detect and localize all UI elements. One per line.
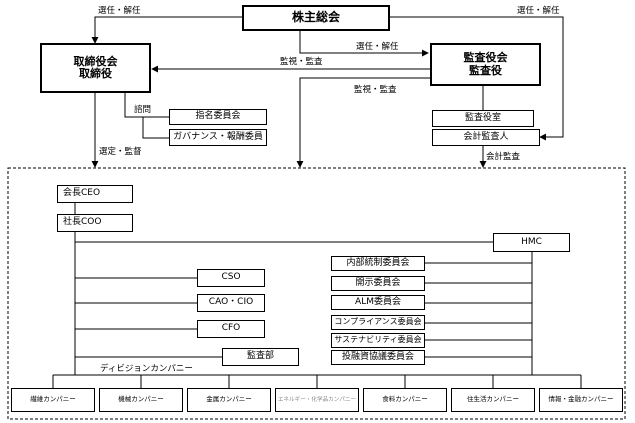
- label-accounting-audit: 会計監査: [486, 152, 521, 162]
- line-board-to-nomination: [124, 93, 169, 118]
- cao-cio-box: CAO・CIO: [197, 294, 265, 312]
- audit-label-1: 監査役会: [463, 51, 508, 65]
- arrow-shareholders-to-auditor: [390, 16, 564, 141]
- line-board-to-governance: [142, 117, 169, 139]
- company-general-products-box: 住生活カンパニー: [451, 388, 535, 412]
- label-elect-dismiss-center: 選任・解任: [356, 42, 399, 52]
- arrow-audit-to-exec: [296, 77, 430, 168]
- arrow-shareholders-to-board: [91, 16, 242, 44]
- label-division-companies: ディビジョンカンパニー: [100, 364, 193, 374]
- board-label-2: 取締役: [79, 67, 112, 80]
- nomination-committee-box: 指名委員会: [169, 109, 267, 125]
- company-machinery-box: 機械カンパニー: [99, 388, 183, 412]
- accounting-auditor-box: 会計監査人: [432, 129, 540, 146]
- arrow-shareholders-to-audit-board: [299, 31, 429, 57]
- disclosure-committee-box: 開示委員会: [331, 276, 425, 291]
- audit-board-box: 監査役会 監査役: [430, 43, 541, 86]
- board-of-directors-box: 取締役会 取締役: [40, 43, 151, 93]
- company-ict-financial-box: 情報・金融カンパニー: [539, 388, 623, 412]
- cfo-box: CFO: [197, 320, 265, 338]
- company-textile-box: 繊維カンパニー: [11, 388, 95, 412]
- shareholders-meeting-box: 株主総会: [242, 5, 390, 31]
- audit-office-box: 監査役室: [432, 110, 534, 127]
- compliance-committee-box: コンプライアンス委員会: [331, 315, 425, 330]
- alm-committee-box: ALM委員会: [331, 295, 425, 310]
- label-elect-dismiss-left: 選任・解任: [98, 6, 141, 16]
- company-metals-box: 金属カンパニー: [187, 388, 271, 412]
- executive-area-border: [7, 167, 626, 420]
- internal-control-committee-box: 内部統制委員会: [331, 256, 425, 271]
- company-food-box: 食料カンパニー: [363, 388, 447, 412]
- label-appoint-supervise: 選定・監督: [99, 147, 142, 157]
- cso-box: CSO: [197, 269, 265, 287]
- chairman-ceo-box: 会長CEO: [57, 185, 133, 203]
- governance-committee-box: ガバナンス・報酬委員: [169, 129, 267, 146]
- audit-label-2: 監査役: [469, 63, 502, 77]
- label-supervise-audit-2: 監視・監査: [354, 85, 397, 95]
- hmc-box: HMC: [493, 233, 570, 252]
- board-label-1: 取締役会: [73, 54, 118, 68]
- company-energy-chemicals-box: エネルギー・化学品カンパニー: [275, 388, 359, 412]
- label-supervise-audit-1: 監視・監査: [280, 57, 323, 67]
- sustainability-committee-box: サステナビリティ委員会: [331, 333, 425, 348]
- label-elect-dismiss-right: 選任・解任: [517, 6, 560, 16]
- audit-department-box: 監査部: [222, 348, 299, 366]
- investment-committee-box: 投融資協議委員会: [331, 350, 425, 365]
- label-consult: 諮問: [134, 105, 152, 115]
- president-coo-box: 社長COO: [57, 214, 133, 232]
